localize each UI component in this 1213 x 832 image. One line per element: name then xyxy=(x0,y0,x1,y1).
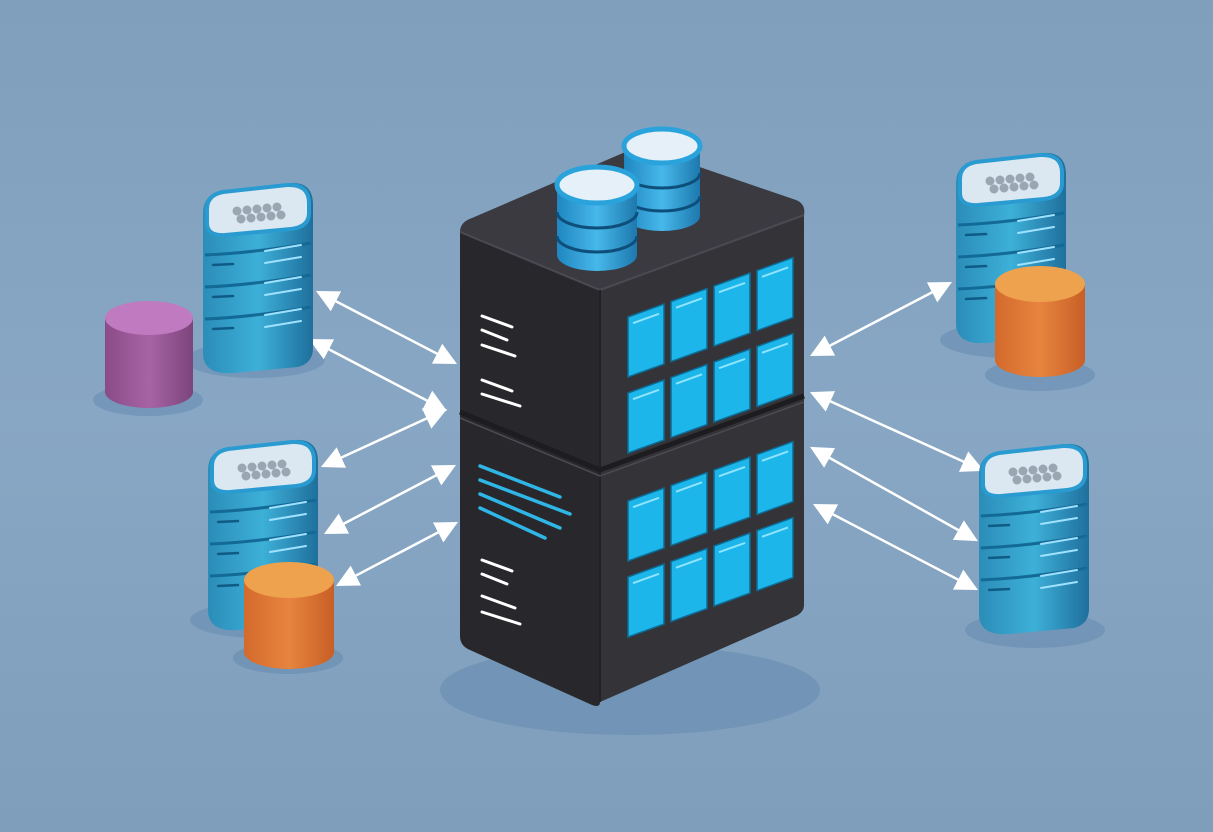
server-vent-lines xyxy=(480,314,522,626)
connection-arrows xyxy=(309,281,985,591)
server-rack-left-top xyxy=(201,180,315,376)
drive-panel-highlight xyxy=(675,481,703,493)
drive-panel-highlight xyxy=(675,557,703,569)
drive-panel-highlight xyxy=(761,450,789,462)
drive-panel-highlight xyxy=(632,388,660,401)
server-status-lines xyxy=(478,464,572,540)
arrow-right-top-1 xyxy=(810,281,952,357)
orange-database-cylinder-right xyxy=(995,266,1085,377)
server-rack-right-bottom xyxy=(977,441,1091,637)
arrow-left-top-2 xyxy=(309,338,447,412)
drive-panel-highlight xyxy=(718,357,746,370)
server-drive-panels xyxy=(627,256,794,639)
purple-database-cylinder xyxy=(105,301,193,408)
arrow-right-bottom-2 xyxy=(813,503,978,591)
top-database-front xyxy=(554,164,640,271)
top-database-back xyxy=(621,126,703,231)
drive-panel-highlight xyxy=(632,572,660,585)
drive-panel-highlight xyxy=(718,281,746,294)
arrow-left-bottom-2 xyxy=(336,521,458,587)
drive-panel-highlight xyxy=(761,526,789,538)
drive-panel-highlight xyxy=(632,496,660,509)
orange-database-cylinder-left xyxy=(244,562,334,669)
drive-panel-highlight xyxy=(718,541,746,554)
arrow-left-bottom-1 xyxy=(324,464,456,535)
drive-panel-highlight xyxy=(761,266,789,278)
drive-panel-highlight xyxy=(718,465,746,478)
drive-panel-highlight xyxy=(675,297,703,309)
drive-panel-highlight xyxy=(761,342,789,354)
drive-panel-highlight xyxy=(632,312,660,325)
arrow-left-mid xyxy=(320,408,448,468)
drive-panel-highlight xyxy=(675,373,703,385)
